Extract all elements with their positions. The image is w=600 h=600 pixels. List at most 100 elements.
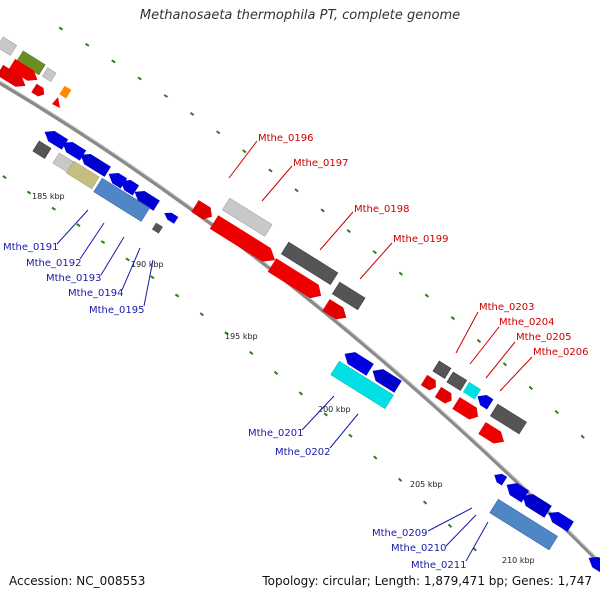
gene-block[interactable] <box>221 197 273 237</box>
gene-label-mthe-0191[interactable]: Mthe_0191 <box>3 242 59 253</box>
gene-arrow[interactable] <box>162 210 179 224</box>
gene-block[interactable] <box>280 241 339 286</box>
leader-line <box>100 236 125 276</box>
scale-tick <box>273 370 279 375</box>
gene-cluster-reverse-1 <box>32 127 179 234</box>
accession-text: Accession: NC_008553 <box>9 574 146 588</box>
scale-tick <box>125 257 130 262</box>
gene-arrow[interactable] <box>77 150 111 177</box>
gene-arrow[interactable] <box>41 127 69 150</box>
scale-tick <box>58 26 64 31</box>
gene-arrow[interactable] <box>519 490 552 518</box>
gene-label-mthe-0210[interactable]: Mthe_0210 <box>391 543 447 554</box>
scale-tick <box>348 433 353 438</box>
gene-arrow[interactable] <box>341 348 374 376</box>
gene-arrow[interactable] <box>322 299 350 324</box>
leader-line <box>499 356 533 392</box>
scale-tick <box>294 188 299 193</box>
gene-arrow[interactable] <box>191 200 215 222</box>
gene-label-mthe-0206[interactable]: Mthe_0206 <box>533 347 589 358</box>
gene-block[interactable] <box>65 160 100 190</box>
scale-tick <box>174 293 180 298</box>
gene-label-mthe-0198[interactable]: Mthe_0198 <box>354 204 410 215</box>
gene-block[interactable] <box>462 381 482 400</box>
scale-tick <box>472 547 477 552</box>
gene-block[interactable] <box>32 140 52 159</box>
gene-label-mthe-0193[interactable]: Mthe_0193 <box>46 273 102 284</box>
gene-label-mthe-0203[interactable]: Mthe_0203 <box>479 302 535 313</box>
scale-tick <box>249 350 254 355</box>
gene-label-mthe-0196[interactable]: Mthe_0196 <box>258 133 314 144</box>
scale-tick <box>111 59 116 64</box>
forward-gene-leaders <box>228 140 533 392</box>
gene-arrow[interactable] <box>434 386 455 406</box>
scale-tick <box>76 223 81 228</box>
gene-block[interactable] <box>432 360 452 379</box>
gene-arrow[interactable] <box>267 258 326 302</box>
gene-arrow[interactable] <box>8 58 41 85</box>
gene-label-mthe-0204[interactable]: Mthe_0204 <box>499 317 555 328</box>
scale-tick <box>447 523 453 528</box>
gene-block[interactable] <box>0 36 18 56</box>
scale-tick <box>100 240 106 245</box>
gene-arrow[interactable] <box>131 187 160 211</box>
scale-tick <box>554 409 559 415</box>
gene-label-mthe-0199[interactable]: Mthe_0199 <box>393 234 449 245</box>
gene-arrow[interactable] <box>0 64 29 91</box>
gene-label-mthe-0201[interactable]: Mthe_0201 <box>248 428 304 439</box>
leader-line <box>465 521 489 562</box>
gene-label-mthe-0197[interactable]: Mthe_0197 <box>293 158 349 169</box>
gene-label-mthe-0205[interactable]: Mthe_0205 <box>516 332 572 343</box>
gene-cluster-reverse-2 <box>330 348 402 410</box>
topology-summary: Topology: circular; Length: 1,879,471 bp… <box>262 574 592 588</box>
gene-label-mthe-0209[interactable]: Mthe_0209 <box>372 528 428 539</box>
gene-arrow[interactable] <box>585 553 600 573</box>
scale-tick <box>189 111 195 116</box>
gene-arrow[interactable] <box>474 391 494 410</box>
gene-arrow[interactable] <box>209 215 280 267</box>
gene-block[interactable] <box>446 371 468 391</box>
scale-tick <box>242 149 247 154</box>
gene-arrow[interactable] <box>59 85 72 99</box>
gene-block[interactable] <box>16 50 46 76</box>
leader-line <box>359 242 393 280</box>
scale-tick <box>424 293 430 298</box>
scale-tick <box>450 315 456 321</box>
gene-arrow[interactable] <box>420 374 439 393</box>
gene-label-mthe-0195[interactable]: Mthe_0195 <box>89 305 145 316</box>
gene-arrow[interactable] <box>117 176 140 196</box>
scale-tick <box>422 500 428 505</box>
gene-block[interactable] <box>93 177 151 222</box>
gene-arrow[interactable] <box>369 365 402 393</box>
gene-arrow[interactable] <box>452 397 481 423</box>
gene-block[interactable] <box>489 498 558 551</box>
gene-arrow[interactable] <box>52 97 60 108</box>
scale-tick <box>216 130 221 135</box>
gene-block[interactable] <box>331 281 366 311</box>
scale-label-195: 195 kbp <box>225 332 258 341</box>
gene-label-mthe-0202[interactable]: Mthe_0202 <box>275 447 331 458</box>
gene-block[interactable] <box>330 360 394 410</box>
scale-label-210: 210 kbp <box>502 556 535 565</box>
leader-line <box>469 326 500 365</box>
genome-backbone <box>0 80 600 566</box>
gene-label-mthe-0211[interactable]: Mthe_0211 <box>411 560 467 571</box>
gene-label-mthe-0192[interactable]: Mthe_0192 <box>26 258 82 269</box>
scale-tick <box>320 208 325 213</box>
gene-block[interactable] <box>489 403 527 435</box>
gene-arrow[interactable] <box>59 138 87 161</box>
gene-arrow[interactable] <box>545 508 574 532</box>
leader-line <box>319 211 354 251</box>
gene-arrow[interactable] <box>478 422 507 448</box>
gene-label-mthe-0194[interactable]: Mthe_0194 <box>68 288 124 299</box>
gene-block[interactable] <box>151 222 163 234</box>
gene-arrow[interactable] <box>31 83 46 99</box>
scale-tick <box>163 94 169 98</box>
gene-block[interactable] <box>42 67 57 82</box>
gene-arrow[interactable] <box>492 471 508 486</box>
leader-line <box>485 341 516 379</box>
gene-cluster-forward-1 <box>191 197 366 324</box>
tick-marks <box>2 26 585 552</box>
leader-line <box>427 507 473 532</box>
